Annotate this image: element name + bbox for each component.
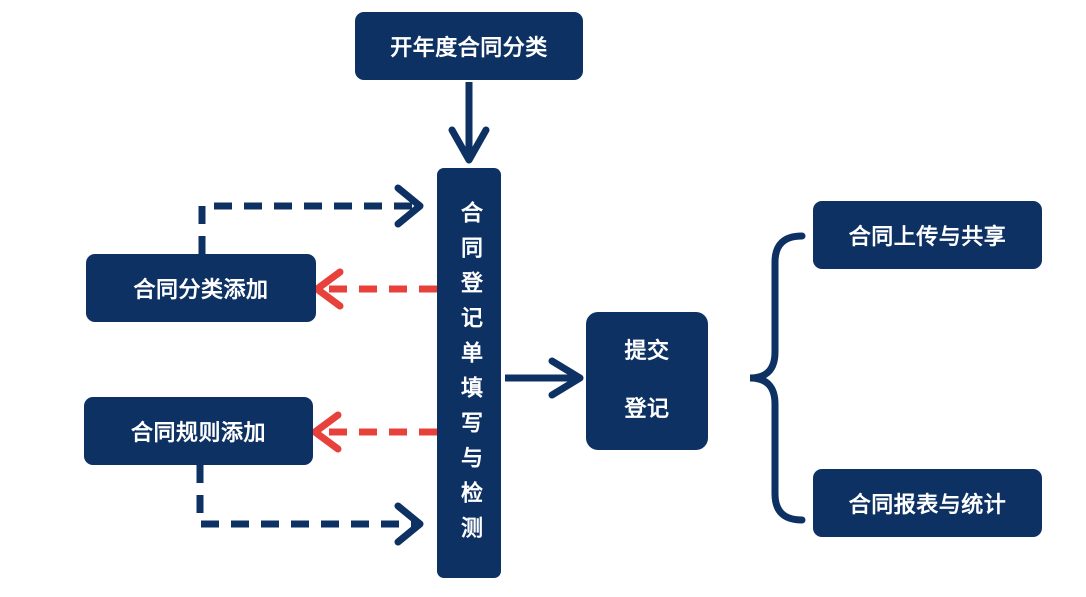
dashed-rule-to-form bbox=[196, 465, 420, 528]
arrow-form-to-submit-head bbox=[548, 357, 584, 399]
node-report-and-statistics: 合同报表与统计 bbox=[813, 469, 1042, 537]
node-label: 合同登记单填写与检测 bbox=[457, 201, 482, 551]
node-label: 合同分类添加 bbox=[133, 278, 269, 303]
node-label: 合同报表与统计 bbox=[848, 493, 1007, 518]
dashed-rule-to-form-head bbox=[394, 502, 424, 546]
node-label-line2: 登记 bbox=[624, 397, 670, 422]
node-contract-category-add: 合同分类添加 bbox=[86, 254, 316, 322]
curly-brace bbox=[749, 232, 806, 524]
dashed-category-to-form bbox=[198, 202, 420, 254]
arrow-top-to-form-head bbox=[448, 126, 490, 164]
red-arrow-form-to-category-head bbox=[313, 268, 344, 310]
red-arrow-form-to-rule-head bbox=[311, 411, 342, 453]
node-registration-form-fill-check: 合同登记单填写与检测 bbox=[437, 168, 501, 578]
node-label: 合同规则添加 bbox=[130, 421, 266, 446]
node-submit-register: 提交 登记 bbox=[586, 312, 708, 450]
node-label-line1: 提交 bbox=[624, 339, 670, 364]
node-label: 开年度合同分类 bbox=[390, 36, 548, 61]
node-upload-and-share: 合同上传与共享 bbox=[813, 201, 1042, 269]
node-label: 合同上传与共享 bbox=[848, 225, 1007, 250]
node-contract-rule-add: 合同规则添加 bbox=[84, 397, 313, 465]
node-annual-contract-classification: 开年度合同分类 bbox=[355, 12, 583, 80]
dashed-category-to-form-head bbox=[394, 184, 424, 228]
